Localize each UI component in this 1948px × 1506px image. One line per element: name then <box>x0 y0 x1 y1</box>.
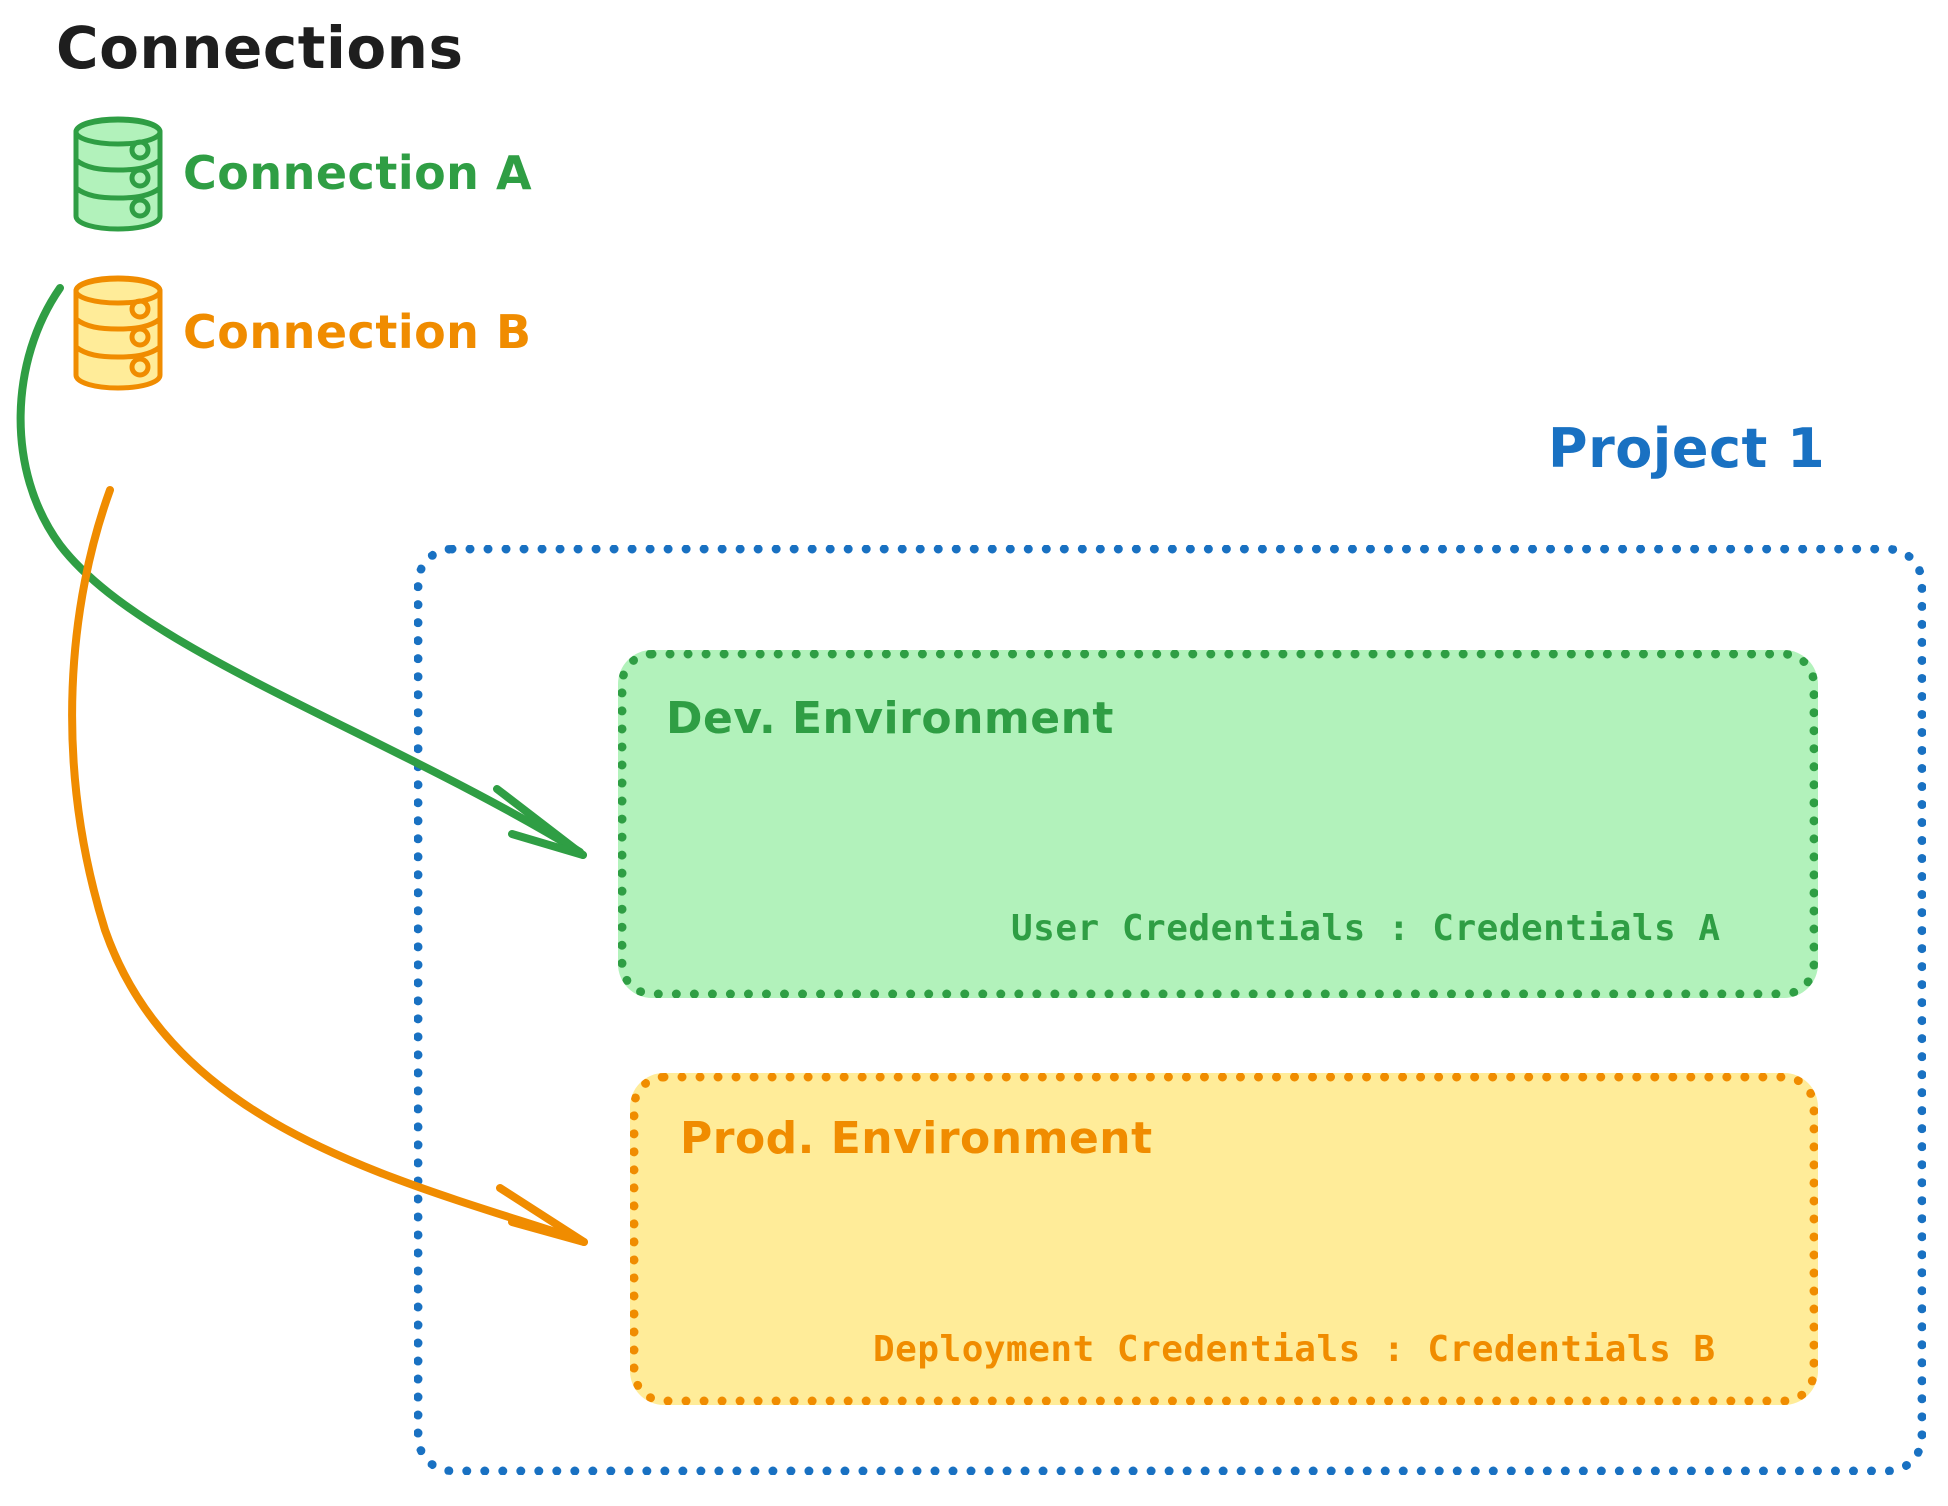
dev-environment-credentials: User Credentials : Credentials A <box>1011 908 1721 949</box>
connection-b-label: Connection B <box>183 305 532 359</box>
project-title: Project 1 <box>1548 417 1826 480</box>
connection-a-label: Connection A <box>183 146 533 200</box>
prod-environment-box <box>630 1073 1818 1405</box>
database-icon[interactable] <box>70 275 166 391</box>
page-title: Connections <box>56 14 464 82</box>
dev-environment-title: Dev. Environment <box>666 693 1114 744</box>
dev-environment-box <box>618 650 1818 998</box>
prod-environment-title: Prod. Environment <box>680 1113 1153 1164</box>
database-icon-glyph <box>73 116 163 232</box>
database-icon-glyph <box>73 275 163 391</box>
prod-environment-credentials: Deployment Credentials : Credentials B <box>873 1329 1716 1370</box>
database-icon[interactable] <box>70 116 166 232</box>
